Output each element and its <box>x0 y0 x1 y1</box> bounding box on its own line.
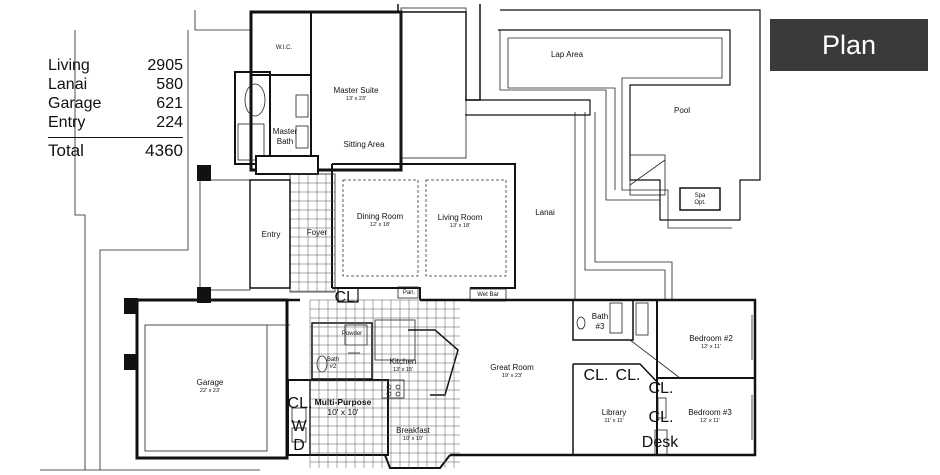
room-dimensions: 19' x 23' <box>501 373 523 379</box>
closet-mark: CL. <box>287 395 313 412</box>
area-value: 621 <box>156 95 183 112</box>
room-name: Foyer <box>306 228 328 237</box>
room-name: Bath <box>326 357 340 363</box>
room-foyer: Foyer <box>307 228 327 238</box>
room-bath-2: Bath #2 <box>327 357 339 371</box>
room-dimensions: 13' x 23' <box>345 96 367 102</box>
room-powder: Powder <box>342 331 362 338</box>
room-bath-3: Bath #3 <box>592 312 608 332</box>
room-master-bath: Master Bath <box>273 109 297 165</box>
area-label: Lanai <box>48 76 88 93</box>
desk-mark: Desk <box>641 434 679 451</box>
site-lines <box>40 10 260 471</box>
room-number: #2 <box>329 364 337 370</box>
room-wic: W.I.C. <box>276 45 292 52</box>
room-name: Lap Area <box>550 50 584 59</box>
room-name: Bath <box>591 312 609 321</box>
room-name: Library <box>601 408 627 417</box>
area-value: 2905 <box>147 57 183 74</box>
total-divider <box>48 137 183 138</box>
room-name: Pool <box>673 106 691 115</box>
room-kitchen: Kitchen 13' x 15' <box>390 357 417 374</box>
dryer-mark: D <box>293 437 305 454</box>
central-walls <box>331 163 516 303</box>
room-dimensions: 10' x 10' <box>402 436 424 442</box>
area-label: Garage <box>48 95 102 112</box>
area-label: Living <box>48 57 90 74</box>
closet-mark: CL. <box>583 367 609 384</box>
room-name: Multi-Purpose <box>314 397 372 407</box>
room-name: Lanai <box>535 208 555 217</box>
room-name: Great Room <box>490 363 534 372</box>
room-lap-area: Lap Area <box>551 50 583 60</box>
room-name: Powder <box>341 331 363 337</box>
room-name: Bedroom #3 <box>688 408 732 417</box>
room-name: Breakfast <box>396 426 430 435</box>
room-name: Garage <box>196 378 224 387</box>
area-label: Entry <box>48 114 86 131</box>
room-name: Entry <box>261 230 281 239</box>
room-dining-room: Dining Room 12' x 18' <box>357 212 403 229</box>
area-table: Living 2905 Lanai 580 Garage 621 Entry 2… <box>48 56 183 162</box>
room-name: Spa <box>694 193 706 199</box>
room-breakfast: Breakfast 10' x 10' <box>396 426 430 443</box>
room-spa: Spa Opt. <box>694 193 705 207</box>
area-row-entry: Entry 224 <box>48 113 183 132</box>
room-bedroom-3: Bedroom #3 12' x 11' <box>688 408 732 425</box>
room-master-suite: Master Suite 13' x 23' <box>334 86 379 103</box>
room-dimensions: 10' x 10' <box>327 407 359 417</box>
closet-mark: CL. <box>334 289 360 306</box>
room-entry: Entry <box>262 230 281 240</box>
east-wing-walls <box>420 298 757 457</box>
total-value: 4360 <box>145 141 183 160</box>
room-great-room: Great Room 19' x 23' <box>490 363 534 380</box>
room-dimensions: 12' x 11' <box>700 418 720 424</box>
room-multi-purpose: Multi-Purpose 10' x 10' <box>315 397 372 417</box>
room-garage: Garage 22' x 23' <box>197 378 224 395</box>
total-label: Total <box>48 141 84 160</box>
room-name: Kitchen <box>389 357 417 366</box>
entry-garage-walls <box>124 165 300 460</box>
room-dimensions: 12' x 11' <box>701 344 721 350</box>
room-pantry: Pan. <box>403 290 415 297</box>
room-name: Wet Bar <box>477 292 499 298</box>
room-name: Master Bath <box>272 127 298 146</box>
room-name: W.I.C. <box>275 45 293 51</box>
room-number: #3 <box>595 322 605 331</box>
area-value: 224 <box>156 114 183 131</box>
room-dimensions: 13' x 15' <box>392 367 414 373</box>
room-sub: Opt. <box>694 200 706 206</box>
room-name: Pan. <box>402 290 416 296</box>
area-row-lanai: Lanai 580 <box>48 75 183 94</box>
room-pool: Pool <box>674 106 690 116</box>
closet-mark: CL. <box>648 380 674 397</box>
room-dimensions: 22' x 23' <box>199 388 221 394</box>
room-lanai: Lanai <box>535 208 555 218</box>
room-wet-bar: Wet Bar <box>477 292 499 299</box>
room-name: Dining Room <box>356 212 404 221</box>
room-name: Sitting Area <box>343 140 385 149</box>
closet-mark: CL. <box>648 409 674 426</box>
room-dimensions: 12' x 18' <box>369 222 391 228</box>
room-bedroom-2: Bedroom #2 12' x 11' <box>689 334 733 351</box>
room-sitting-area: Sitting Area <box>344 140 385 150</box>
room-library: Library 11' x 11' <box>602 408 626 425</box>
room-name: Living Room <box>437 213 483 222</box>
area-row-garage: Garage 621 <box>48 94 183 113</box>
area-row-total: Total 4360 <box>48 140 183 162</box>
room-name: Bedroom #2 <box>689 334 733 343</box>
room-name: Master Suite <box>333 86 379 95</box>
area-row-living: Living 2905 <box>48 56 183 75</box>
area-value: 580 <box>156 76 183 93</box>
room-dimensions: 11' x 11' <box>604 418 624 424</box>
plan-badge: Plan <box>770 19 928 71</box>
room-dimensions: 13' x 18' <box>449 223 471 229</box>
kitchen-walls <box>287 299 460 469</box>
washer-mark: W <box>291 418 307 435</box>
lanai-pool-walls <box>397 4 761 301</box>
room-living-room: Living Room 13' x 18' <box>438 213 482 230</box>
closet-mark: CL. <box>615 367 641 384</box>
